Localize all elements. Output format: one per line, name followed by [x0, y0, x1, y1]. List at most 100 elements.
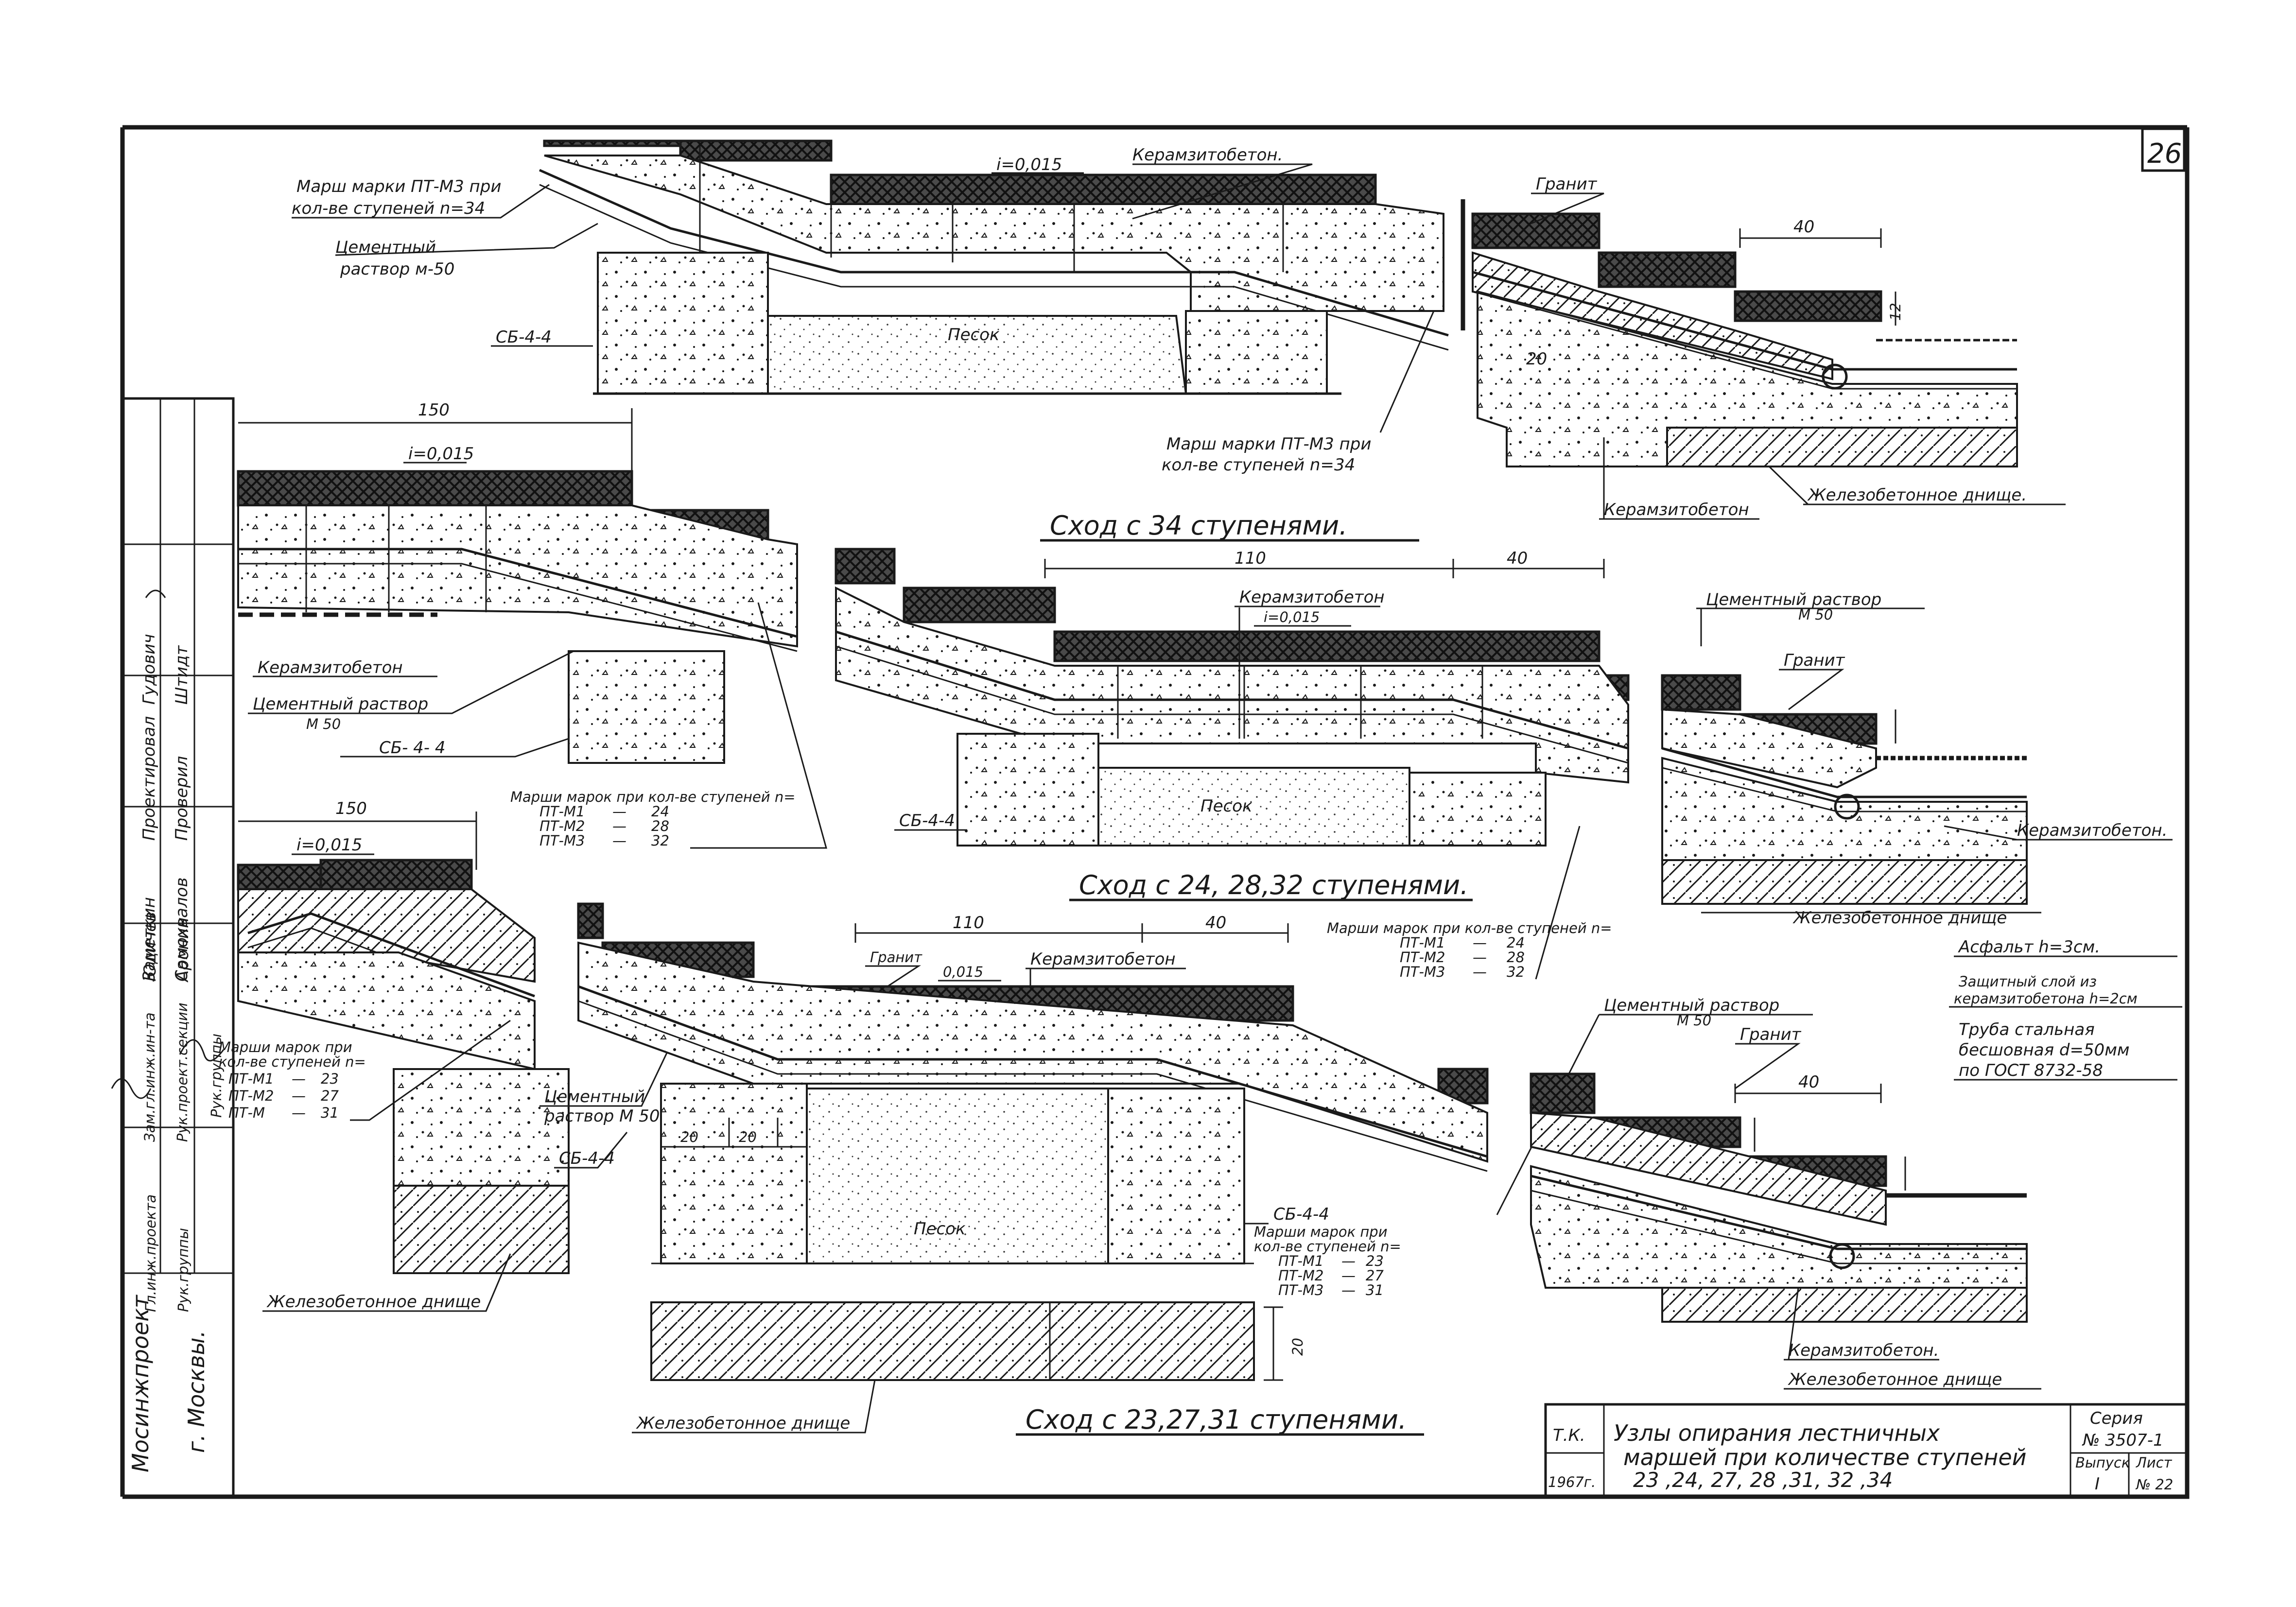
- v1-march-label-1: Марш марки ПТ-М3 при: [296, 177, 501, 196]
- legend: Асфальт h=3см. Защитный слой из керамзит…: [1949, 937, 2182, 1081]
- v2-march-3-mark: ПТ-М3: [539, 832, 585, 849]
- v7-granit: Гранит: [1740, 1025, 1802, 1044]
- v6-dim-20a: 20: [680, 1129, 698, 1145]
- v5-march-3-mark: ПТ-М: [228, 1105, 265, 1121]
- stamp-name-2: Самохвалов: [172, 877, 191, 982]
- title-24: Сход с 24, 28,32 ступенями.: [1079, 870, 1468, 900]
- v6-marches-head-1: Марши марок при: [1254, 1224, 1388, 1240]
- v1-cement-2: раствор м-50: [340, 259, 454, 279]
- v3-sand: Песок: [1200, 796, 1252, 816]
- v2-march-1-n: 24: [651, 803, 669, 820]
- v5-march-2-mark: ПТ-М2: [228, 1088, 274, 1104]
- v6-march-1-dash: —: [1341, 1253, 1356, 1269]
- v5-marches-head-2: кол-ве ступеней n=: [219, 1054, 366, 1070]
- view-23-left: 150 i=0,015 Марши марок при кол-ве ступе…: [219, 799, 672, 1312]
- v6-march-top-3-n: 32: [1507, 964, 1525, 980]
- stamp-action-1: Проектировал: [139, 716, 159, 841]
- view-23-detail: Цементный раствор М 50 Гранит 40 Керамзи…: [1496, 996, 2041, 1390]
- v6-march-top-2-mark: ПТ-М2: [1400, 949, 1445, 966]
- tb-vyp-label: Выпуск: [2075, 1454, 2130, 1471]
- stamp-name-1: Заметкин: [139, 897, 159, 982]
- tb-tk: Т.К.: [1553, 1426, 1585, 1445]
- tb-list: № 22: [2135, 1476, 2173, 1493]
- tb-series-label: Серия: [2090, 1409, 2143, 1428]
- v2-march-3-n: 32: [651, 832, 669, 849]
- stamp-org: Мосинжпроект: [127, 1295, 154, 1472]
- v1-dim-20: 20: [1526, 349, 1547, 369]
- v1-keramzit-b: Керамзитобетон: [1604, 500, 1749, 519]
- v6-rc-bottom: Железобетонное днище: [636, 1414, 850, 1433]
- v1-march-label-2: кол-ве ступеней n=34: [292, 199, 485, 218]
- v6-keramzit: Керамзитобетон: [1030, 950, 1176, 969]
- v1-slope: i=0,015: [996, 155, 1062, 174]
- stamp-role-1: Зам.гл.инж.ин-та: [141, 1012, 158, 1142]
- view-34-main: Марш марки ПТ-М3 при кол-ве ступеней n=3…: [292, 139, 1449, 395]
- v6-march-2-mark: ПТ-М2: [1278, 1267, 1323, 1284]
- v5-march-2-n: 27: [321, 1088, 339, 1104]
- stamp-name-3: Юдичев: [140, 912, 160, 982]
- sheet-number-box: [2141, 127, 2186, 172]
- v2-march-2-mark: ПТ-М2: [539, 818, 585, 834]
- pipe-circle-2: [1834, 794, 1860, 820]
- v2-cement-2: М 50: [306, 716, 341, 732]
- tb-vyp: I: [2095, 1474, 2100, 1494]
- stamp-role-4: Рук.группы: [175, 1228, 191, 1312]
- v2-cement-1: Цементный раствор: [253, 694, 428, 714]
- v6-march-2-dash: —: [1341, 1267, 1356, 1284]
- v4-granit: Гранит: [1784, 651, 1845, 670]
- v4-rc-bottom: Железобетонное днище: [1792, 908, 2007, 928]
- v2-march-1-mark: ПТ-М1: [539, 803, 585, 820]
- v3-sb: СБ-4-4: [899, 811, 955, 830]
- v2-march-1-dash: —: [612, 803, 626, 820]
- v6-march-3-n: 31: [1366, 1282, 1384, 1298]
- v6-dim-20b: 20: [739, 1129, 757, 1145]
- v6-sb: СБ-4-4: [1273, 1205, 1329, 1224]
- v6-granit: Гранит: [870, 949, 922, 966]
- v2-marches-head: Марши марок при кол-ве ступеней n=: [510, 789, 796, 805]
- v5-march-3-n: 31: [321, 1105, 339, 1121]
- v5-slope: i=0,015: [296, 835, 362, 855]
- v6-sand: Песок: [914, 1219, 966, 1239]
- v6-dim-110: 110: [953, 913, 984, 933]
- v5-march-3-dash: —: [292, 1105, 306, 1121]
- v5-cement-1: Цементный: [544, 1087, 645, 1106]
- v1-march-b-1: Марш марки ПТ-М3 при: [1166, 434, 1371, 454]
- stamp-author-2: Штидт: [172, 645, 191, 705]
- stamp-role-2: Рук.проект.секции: [174, 1002, 191, 1142]
- v1-dim-12: 12: [1887, 303, 1904, 321]
- v7-cement-1: Цементный раствор: [1604, 996, 1779, 1015]
- v7-rc-bottom: Железобетонное днище: [1788, 1370, 2002, 1389]
- legend-asphalt: Асфальт h=3см.: [1958, 937, 2100, 957]
- v6-march-2-n: 27: [1366, 1267, 1384, 1284]
- v5-march-1-n: 23: [321, 1071, 339, 1087]
- v6-march-1-n: 23: [1366, 1253, 1384, 1269]
- tb-title-1: Узлы опирания лестничных: [1614, 1420, 1940, 1446]
- title-23: Сход с 23,27,31 ступенями.: [1026, 1404, 1407, 1435]
- v5-sb: СБ-4-4: [559, 1149, 615, 1168]
- v6-march-1-mark: ПТ-М1: [1278, 1253, 1323, 1269]
- v6-dim-40: 40: [1205, 913, 1226, 933]
- tb-list-label: Лист: [2136, 1454, 2173, 1471]
- view-24-center: 110 40 Керамзитобетон i=0,015 СБ-4-4 Пес…: [835, 548, 1630, 847]
- v2-slope: i=0,015: [408, 444, 474, 464]
- v2-sb: СБ- 4- 4: [379, 738, 445, 758]
- pipe-circle-1: [1822, 363, 1848, 390]
- v2-march-2-dash: —: [612, 818, 626, 834]
- v4-cement-1: Цементный раствор: [1706, 590, 1881, 609]
- legend-pipe-3: по ГОСТ 8732-58: [1959, 1061, 2103, 1080]
- view-24-detail: Цементный раствор М 50 Гранит Керамзитоб…: [1661, 590, 2173, 928]
- stamp-name-4: Аронин: [173, 917, 192, 983]
- v2-march-3-dash: —: [612, 832, 626, 849]
- v6-march-3-mark: ПТ-М3: [1278, 1282, 1323, 1298]
- v6-marches-top-head: Марши марок при кол-ве ступеней n=: [1327, 920, 1612, 936]
- v1-march-b-2: кол-ве ступеней n=34: [1162, 455, 1355, 475]
- v6-march-3-dash: —: [1341, 1282, 1356, 1298]
- v6-march-top-3-dash: —: [1473, 964, 1487, 980]
- title-block: Т.К. 1967г. Узлы опирания лестничных мар…: [1544, 1403, 2189, 1498]
- v6-march-top-1-n: 24: [1507, 934, 1525, 951]
- tb-title-3: 23 ,24, 27, 28 ,31, 32 ,34: [1633, 1468, 1893, 1492]
- side-stamp: Зам.гл.инж.ин-та Заметкин Проектировал Г…: [111, 397, 235, 1497]
- v5-rc-bottom: Железобетонное днище: [266, 1292, 481, 1312]
- v3-keramzit: Керамзитобетон: [1239, 588, 1385, 607]
